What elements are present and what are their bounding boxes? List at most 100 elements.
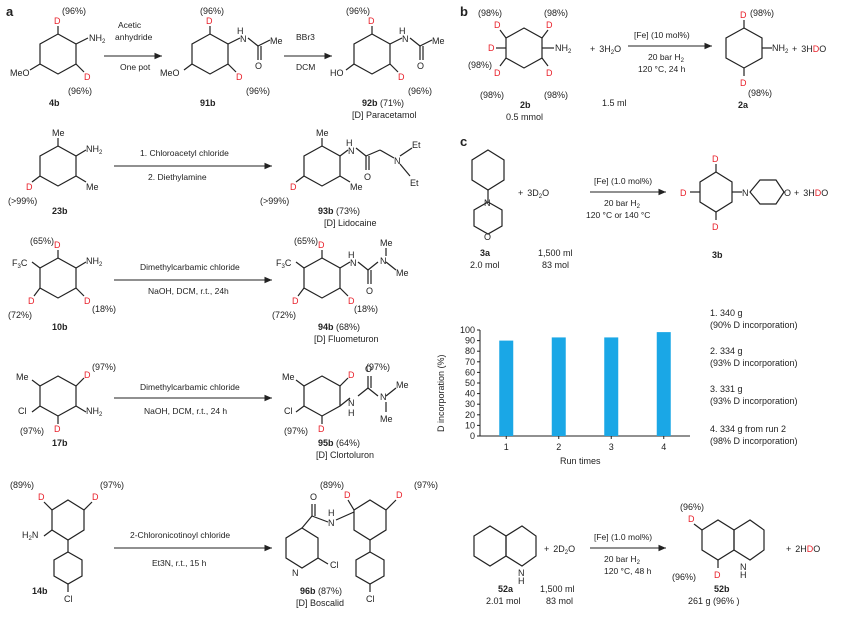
y-tick-label: 10 [465, 420, 475, 430]
svg-text:F3C: F3C [12, 258, 28, 270]
label-2b-pct-br: (98%) [544, 90, 568, 100]
svg-text:D: D [290, 182, 297, 192]
svg-text:MeO: MeO [10, 68, 30, 78]
label-2a-pct-top: (98%) [750, 8, 774, 18]
label-2b-id: 2b [520, 100, 531, 110]
y-tick-label: 50 [465, 378, 475, 388]
svg-text:N: N [484, 198, 491, 208]
svg-text:D: D [54, 16, 61, 26]
svg-text:D: D [84, 72, 91, 82]
svg-text:Me: Me [52, 128, 65, 138]
y-tick-label: 90 [465, 336, 475, 346]
svg-text:NH2: NH2 [89, 33, 106, 45]
compound-92b: D D H N Me O HO (96%) (96%) 92b (71%) [D… [330, 6, 445, 120]
svg-text:N: N [348, 146, 355, 156]
svg-text:D: D [546, 68, 553, 78]
compound-52b: D D N H (96%) (96%) 52b 261 g (96% ) [672, 502, 765, 606]
label-95b-pct-bottom: (97%) [284, 426, 308, 436]
svg-text:D: D [688, 514, 695, 524]
label-17b-pct-bottom: (97%) [20, 426, 44, 436]
cond-row1-step2-b: DCM [296, 62, 315, 72]
label-14b-pct-left: (89%) [10, 480, 34, 490]
cond-row1-step2-a: BBr3 [296, 32, 315, 42]
svg-text:N: N [328, 518, 335, 528]
x-tick-label: 1 [504, 442, 509, 452]
label-92b-name: [D] Paracetamol [352, 110, 417, 120]
svg-text:D: D [740, 78, 747, 88]
svg-text:Me: Me [270, 36, 283, 46]
bar-run-2 [551, 337, 566, 436]
compound-23b: Me NH2 Me D (>99%) 23b [8, 128, 103, 216]
cond-row3-b: NaOH, DCM, r.t., 24h [148, 286, 229, 296]
svg-text:D: D [348, 370, 355, 380]
y-tick-label: 20 [465, 410, 475, 420]
compound-4b: D D NH2 MeO (96%) (96%) 4b [10, 6, 106, 108]
label-14b-id: 14b [32, 586, 48, 596]
compound-52a: N H 52a 2.01 mol [473, 525, 537, 606]
label-4b-id: 4b [49, 98, 60, 108]
cond-row5-b: Et3N, r.t., 15 h [152, 558, 207, 568]
bar-run-1 [499, 340, 514, 436]
label-2b-pct-tl: (98%) [478, 8, 502, 18]
svg-text:D: D [714, 570, 721, 580]
label-10b-pct-left: (72%) [8, 310, 32, 320]
svg-text:D: D [54, 424, 61, 434]
svg-text:N: N [740, 562, 747, 572]
label-2b-pct-tr: (98%) [544, 8, 568, 18]
compound-94b: D F3C H N O N Me Me D D (65%) (18%) (72%… [272, 236, 409, 344]
svg-text:O: O [484, 232, 491, 242]
compound-17b: Me D Cl NH2 D (97%) (97%) 17b [16, 362, 116, 448]
label-95b-pct-top: (97%) [366, 362, 390, 372]
svg-text:H: H [518, 576, 525, 586]
label-52b-yield: 261 g (96% ) [688, 596, 740, 606]
svg-text:D: D [38, 492, 45, 502]
label-water-volume: 1.5 ml [602, 98, 627, 108]
y-tick-label: 70 [465, 357, 475, 367]
svg-text:D: D [680, 188, 687, 198]
label-2a-id: 2a [738, 100, 749, 110]
x-tick-label: 2 [556, 442, 561, 452]
svg-text:Cl: Cl [366, 594, 375, 604]
svg-text:D: D [368, 16, 375, 26]
cond-row4-a: Dimethylcarbamic chloride [140, 382, 240, 392]
svg-text:D: D [396, 490, 403, 500]
label-94b-pct-right: (18%) [354, 304, 378, 314]
svg-text:O: O [365, 364, 372, 374]
svg-text:Me: Me [396, 268, 409, 278]
label-2a-pct-bottom: (98%) [748, 88, 772, 98]
label-23b-pct: (>99%) [8, 196, 37, 206]
label-92b-id: 92b (71%) [362, 98, 404, 108]
svg-text:NH2: NH2 [86, 406, 103, 418]
label-52b-pct-bottom: (96%) [672, 572, 696, 582]
svg-text:H: H [328, 508, 335, 518]
svg-text:Me: Me [380, 414, 393, 424]
note-3-line1: 3. 331 g [710, 384, 743, 394]
cond-b-temp: 120 °C, 24 h [638, 64, 686, 74]
svg-text:D: D [84, 370, 91, 380]
y-tick-label: 40 [465, 389, 475, 399]
cond-row1-step1-c: One pot [120, 62, 151, 72]
compound-2b: D D D D D NH2 (98%) (98%) (98%) (98%) (9… [468, 8, 572, 122]
y-tick-label: 60 [465, 367, 475, 377]
cond-row1-step1-a: Acetic [118, 20, 142, 30]
bar-run-3 [604, 337, 619, 436]
cond-c-h2: 20 bar H2 [604, 198, 641, 210]
svg-text:H2N: H2N [22, 530, 38, 542]
svg-text:Me: Me [432, 36, 445, 46]
label-52b-pct-top: (96%) [680, 502, 704, 512]
compound-91b: D D H N Me O MeO (96%) (96%) 91b [160, 6, 283, 108]
y-tick-label: 30 [465, 399, 475, 409]
svg-text:O: O [255, 61, 262, 71]
cond-row5-a: 2-Chloronicotinoyl chloride [130, 530, 230, 540]
svg-text:D: D [348, 296, 355, 306]
label-10b-id: 10b [52, 322, 68, 332]
svg-text:D: D [28, 296, 35, 306]
bar-run-4 [656, 332, 671, 436]
note-4-line1: 4. 334 g from run 2 [710, 424, 786, 434]
cond-c-catalyst: [Fe] (1.0 mol%) [594, 176, 652, 186]
cond-c2-temp: 120 °C, 48 h [604, 566, 652, 576]
label-3b-id: 3b [712, 250, 723, 260]
label-94b-pct-left: (72%) [272, 310, 296, 320]
x-tick-label: 4 [661, 442, 666, 452]
